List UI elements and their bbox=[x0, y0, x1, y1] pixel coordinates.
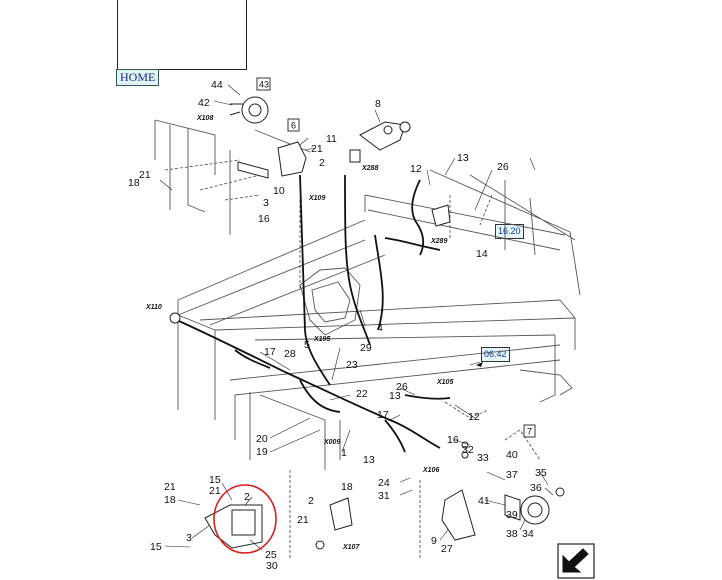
callout-20: 20 bbox=[256, 433, 268, 445]
callout-15-top: 15 bbox=[209, 474, 221, 486]
callout-9: 9 bbox=[431, 535, 437, 547]
callout-15-bottom: 15 bbox=[150, 541, 162, 553]
callout-17-left: 17 bbox=[264, 346, 276, 358]
callout-33: 33 bbox=[477, 452, 489, 464]
callout-44: 44 bbox=[211, 79, 223, 91]
callout-28: 28 bbox=[284, 348, 296, 360]
connector-labels: X108 X109 X288 X289 X110 X195 X105 X009 … bbox=[145, 115, 453, 551]
highlight-circle bbox=[213, 484, 277, 554]
callout-1: 1 bbox=[341, 447, 347, 459]
callout-39: 39 bbox=[506, 509, 518, 521]
connector-x107: X107 bbox=[342, 544, 360, 551]
callout-19: 19 bbox=[256, 446, 268, 458]
connector-x288: X288 bbox=[361, 165, 378, 172]
callout-21-box: 21 bbox=[209, 485, 221, 497]
callout-40: 40 bbox=[506, 449, 518, 461]
callout-12-mid: 12 bbox=[468, 411, 480, 423]
callout-42: 42 bbox=[198, 97, 210, 109]
callout-16-right: 16 bbox=[447, 434, 459, 446]
connector-x106: X106 bbox=[422, 467, 439, 474]
callout-34: 34 bbox=[522, 528, 534, 540]
callout-26-mid: 26 bbox=[396, 381, 408, 393]
callout-5: 5 bbox=[304, 339, 310, 351]
callout-18-left: 18 bbox=[128, 177, 140, 189]
callout-21-top: 21 bbox=[311, 143, 323, 155]
callout-12-top: 12 bbox=[410, 163, 422, 175]
callout-38: 38 bbox=[506, 528, 518, 540]
callout-18-mid: 18 bbox=[341, 481, 353, 493]
callout-10: 10 bbox=[273, 185, 285, 197]
callout-2-mid: 2 bbox=[308, 495, 314, 507]
callout-23: 23 bbox=[346, 359, 358, 371]
callout-25: 25 bbox=[265, 549, 277, 561]
callout-11: 11 bbox=[326, 133, 337, 145]
wiring-harness bbox=[171, 174, 451, 453]
callout-17-mid: 17 bbox=[377, 409, 389, 421]
callout-2-box: 2 bbox=[244, 491, 250, 503]
boxed-label-6: 6 bbox=[291, 121, 296, 131]
connector-x195: X195 bbox=[313, 336, 330, 343]
ref-link-16-20[interactable]: 16.20 bbox=[495, 224, 524, 239]
callout-29: 29 bbox=[360, 342, 372, 354]
boxed-label-7: 7 bbox=[527, 427, 532, 437]
callout-3-top: 3 bbox=[263, 197, 269, 209]
callout-35: 35 bbox=[535, 467, 547, 479]
callout-13-low: 13 bbox=[363, 454, 375, 466]
callout-36: 36 bbox=[530, 482, 542, 494]
callout-22: 22 bbox=[356, 388, 368, 400]
callout-numbers: 44 42 8 11 21 2 13 26 12 21 18 10 3 16 1… bbox=[128, 79, 547, 572]
connector-x110: X110 bbox=[145, 304, 162, 311]
callout-13-mid: 13 bbox=[389, 390, 401, 402]
next-page-arrow-icon[interactable] bbox=[557, 543, 595, 579]
callout-2-top: 2 bbox=[319, 157, 325, 169]
boxed-part-numbers: 43 6 7 bbox=[256, 77, 536, 438]
callout-26-top: 26 bbox=[497, 161, 509, 173]
callout-27: 27 bbox=[441, 543, 453, 555]
callout-37: 37 bbox=[506, 469, 518, 481]
callout-16-left: 16 bbox=[258, 213, 270, 225]
callout-21-left: 21 bbox=[139, 169, 151, 181]
callout-31: 31 bbox=[378, 490, 390, 502]
connector-x009: X009 bbox=[323, 439, 340, 446]
callout-13-top: 13 bbox=[457, 152, 469, 164]
connector-x108: X108 bbox=[196, 115, 213, 122]
connector-x105: X105 bbox=[436, 379, 453, 386]
bracket-part bbox=[441, 489, 476, 541]
leader-lines bbox=[159, 84, 554, 551]
callout-14: 14 bbox=[476, 248, 488, 260]
module-part bbox=[277, 141, 307, 177]
connector-x109: X109 bbox=[308, 195, 325, 202]
work-lamps-part bbox=[359, 121, 406, 151]
home-button[interactable]: HOME bbox=[116, 69, 160, 86]
callout-24: 24 bbox=[378, 477, 390, 489]
callout-8: 8 bbox=[375, 98, 381, 110]
callout-3-box: 3 bbox=[186, 532, 192, 544]
connector-x289: X289 bbox=[430, 238, 447, 245]
callout-41: 41 bbox=[478, 495, 490, 507]
callout-30: 30 bbox=[266, 560, 278, 572]
callout-21-mid: 21 bbox=[297, 514, 309, 526]
callout-32: 32 bbox=[462, 444, 474, 456]
callout-21-bl: 21 bbox=[164, 481, 176, 493]
thumbnail-frame[interactable] bbox=[117, 0, 247, 70]
boxed-label-43: 43 bbox=[259, 80, 269, 90]
callout-4: 4 bbox=[377, 322, 383, 334]
callout-18-bl: 18 bbox=[164, 494, 176, 506]
